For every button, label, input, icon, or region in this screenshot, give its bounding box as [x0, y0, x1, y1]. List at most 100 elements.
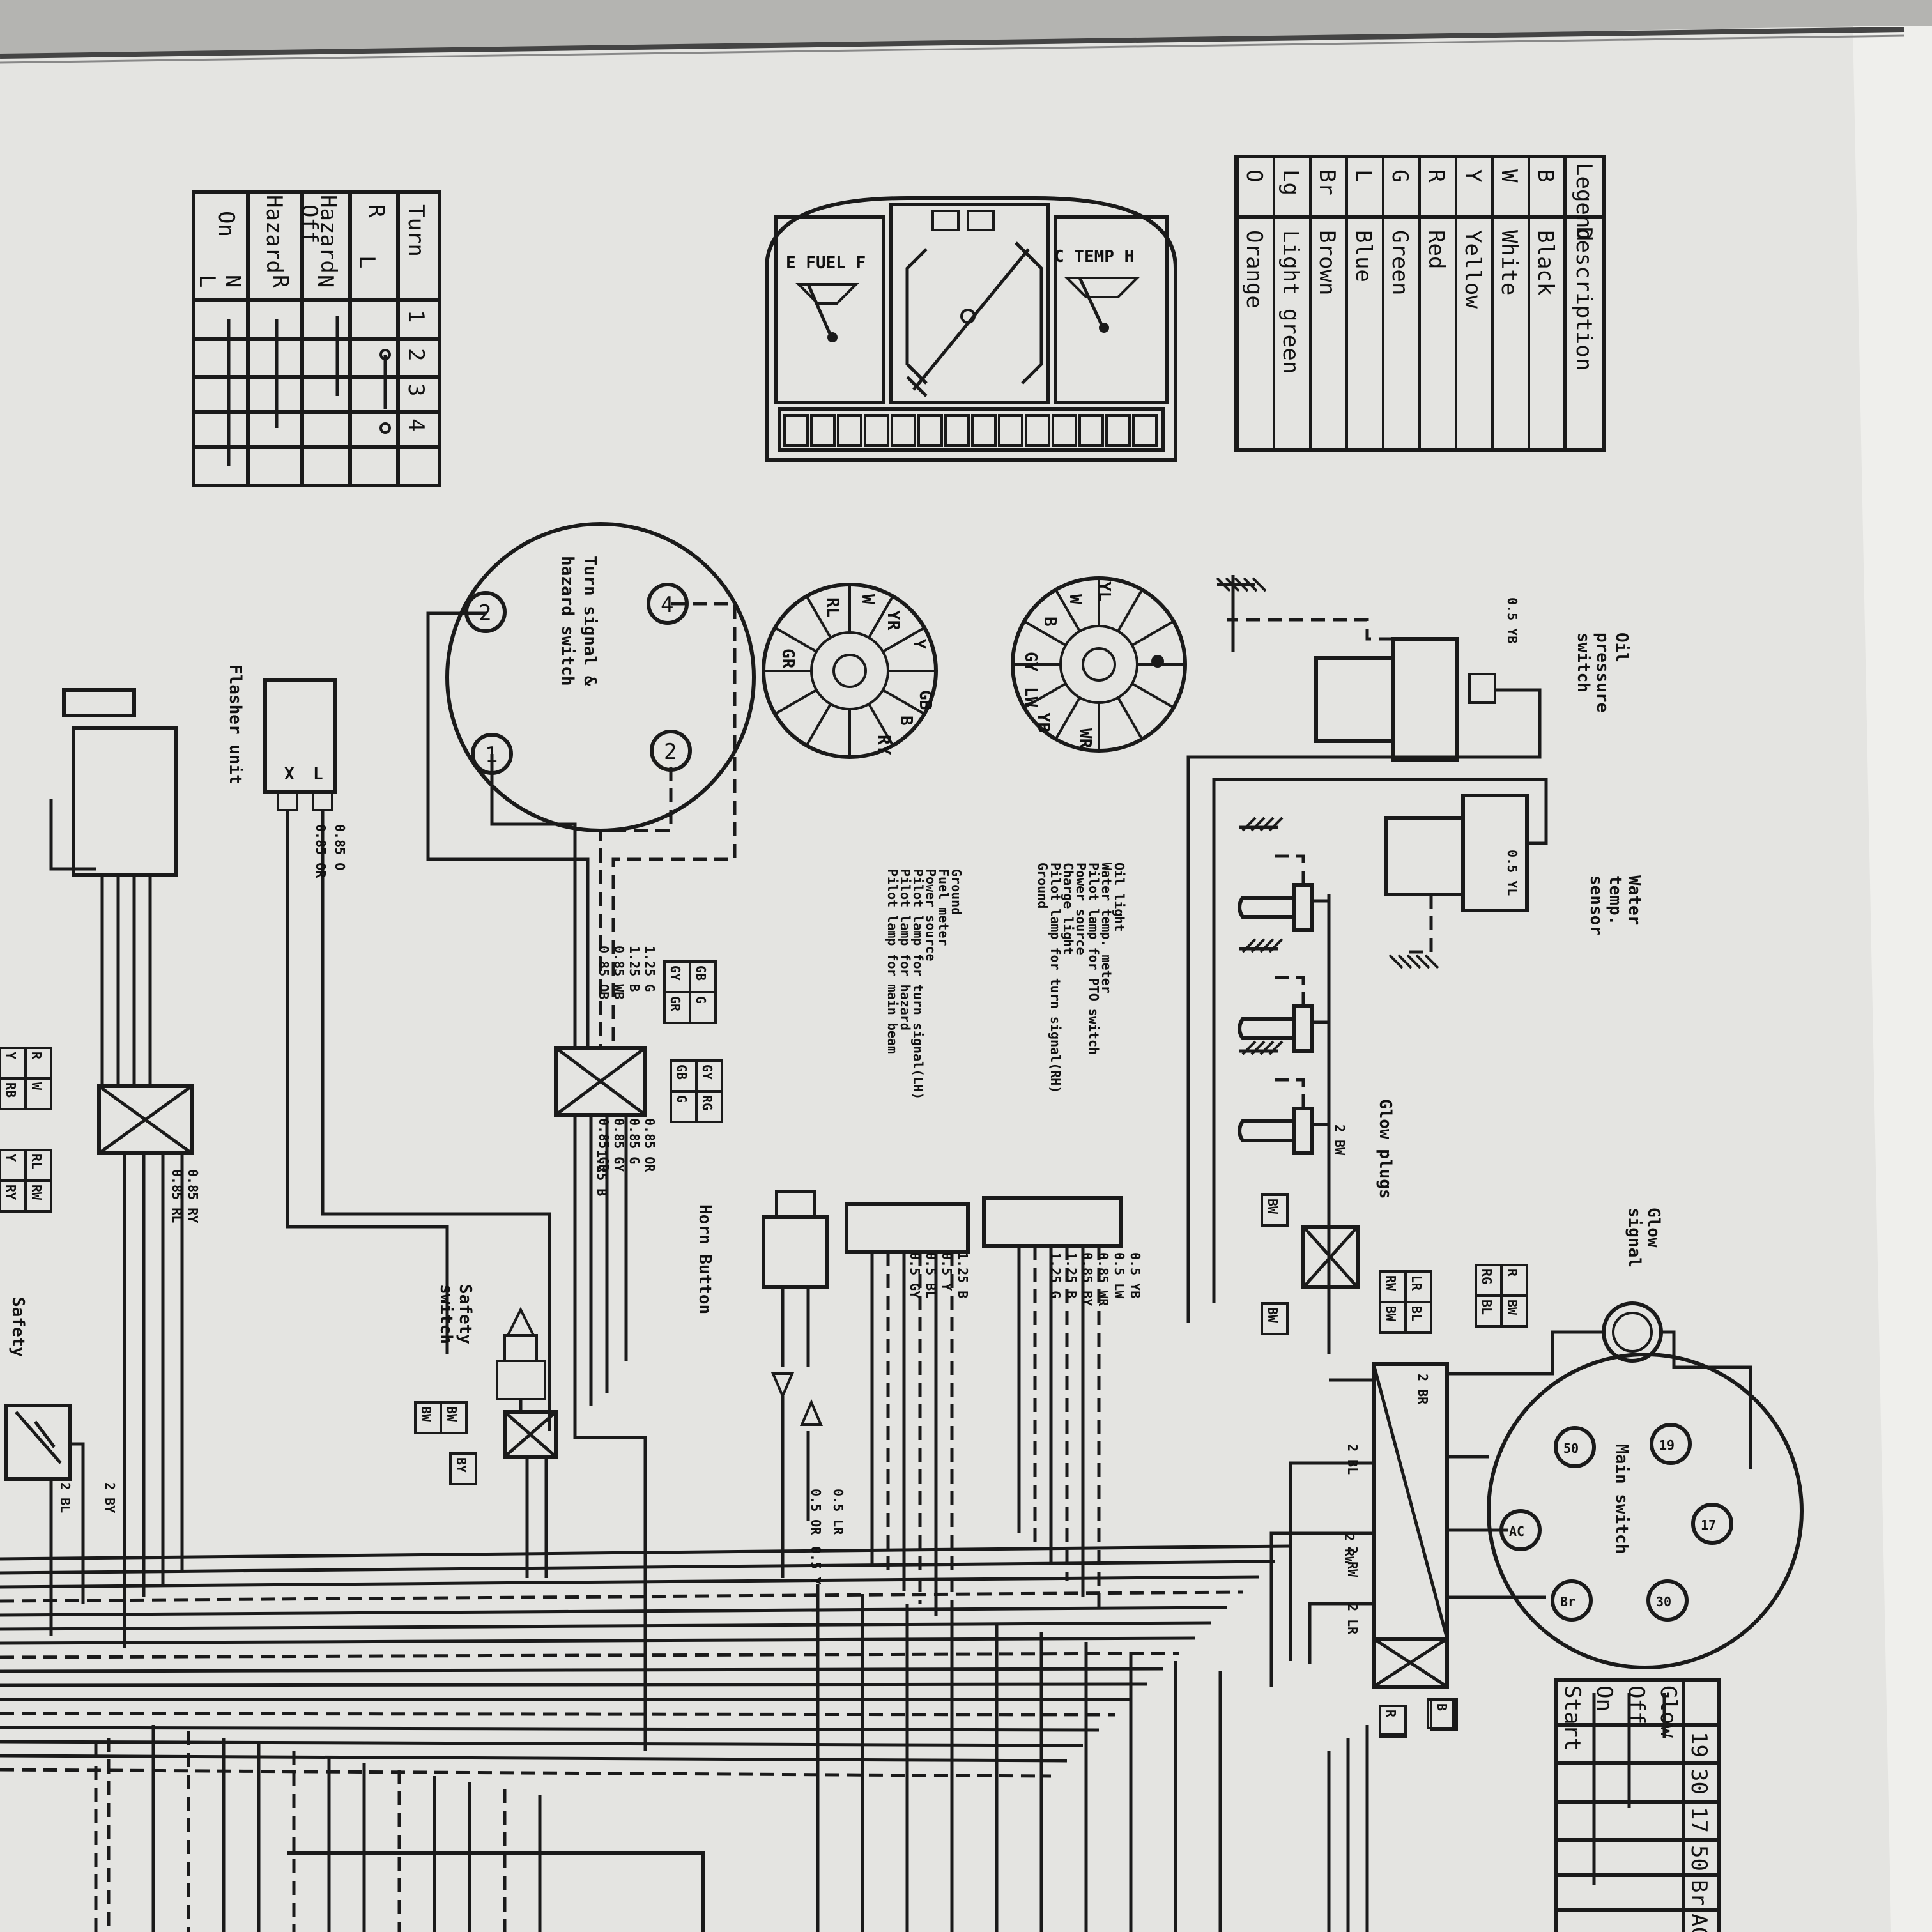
connector-code: W: [29, 1082, 44, 1091]
indicator-lamp: [783, 414, 809, 447]
main-switch-terminal: [1646, 1579, 1689, 1621]
turn-row-code: R: [268, 275, 293, 288]
safety-switch-2: Safety: [4, 1297, 85, 1636]
wire-gauge-label: 1.25 B: [1064, 1252, 1079, 1298]
wire-gauge-label: 0.85 O: [332, 824, 348, 870]
wire-gauge-labels: 0.5 YB0.5 YL2 BW2 BR2 BL2 RW2 LR2 RW0.85…: [57, 597, 1520, 1635]
wire-gauge-label: 2 BW: [1332, 1124, 1347, 1156]
indicator-lamp: [1078, 414, 1104, 447]
fuse-block: [1269, 1362, 1546, 1736]
indicator-lamp: [1105, 414, 1131, 447]
connector-code: GB: [674, 1064, 689, 1080]
ignition-terminal-label: WR: [1075, 728, 1094, 749]
wire-gauge-label: 0.5 YB: [1128, 1252, 1143, 1298]
main-table-row: On: [1591, 1685, 1617, 1712]
light-switch: [49, 688, 194, 1648]
dash1-pin-label: Pilot lamp for turn signal(RH): [1048, 862, 1063, 1093]
wire-gauge-label: 0.5 OR: [808, 1489, 824, 1535]
main-table-row: Off: [1623, 1685, 1649, 1724]
indicator-lamp: [1052, 414, 1077, 447]
legend-code: Lg: [1278, 169, 1303, 195]
instrument-cluster: E FUEL F C TEMP H: [765, 196, 1177, 462]
wire-gauge-label: 1.25 B: [955, 1252, 970, 1298]
svg-text:Main switch: Main switch: [1612, 1444, 1631, 1554]
legend-table: LegendDescriptionBBlackWWhiteYYellowRRed…: [1234, 155, 1606, 452]
connector-code: Y: [3, 1154, 19, 1162]
indicator-lamp: [837, 414, 862, 447]
svg-text:Turn signal &: Turn signal &: [580, 556, 599, 686]
legend-code: Y: [1460, 169, 1485, 182]
turn-table-col: 4: [403, 418, 429, 431]
svg-text:hazard switch: hazard switch: [558, 556, 577, 686]
ignition-terminal-label: YR: [884, 610, 903, 631]
flasher-unit: L X Flasher unit: [226, 664, 551, 1431]
main-switch-terminal: [1554, 1426, 1596, 1468]
svg-text:switch: switch: [436, 1284, 456, 1344]
temp-gauge: C TEMP H: [1054, 247, 1140, 333]
connector-code: R: [29, 1052, 44, 1060]
legend-code: O: [1241, 169, 1267, 182]
svg-text:Safety: Safety: [8, 1297, 27, 1357]
dash2-pin-label: Pilot lamp for main beam: [885, 869, 900, 1054]
connector-code: G: [693, 996, 709, 1004]
legend-desc: Red: [1423, 230, 1449, 269]
ignition-terminal-label: W: [858, 594, 877, 604]
terminal-number: 4: [661, 592, 673, 618]
svg-text:Water: Water: [1625, 875, 1644, 925]
turn-table-col: 1: [403, 310, 429, 323]
connector-code: Y: [3, 1052, 19, 1059]
dash2-pin-label: Pilot lamp for turn signal(LH): [910, 869, 926, 1100]
main-table-row: Glow: [1655, 1685, 1681, 1738]
connector-code: BY: [454, 1457, 469, 1473]
main-table-col: 30: [1686, 1768, 1712, 1795]
ignition-terminal-label: GY: [1021, 652, 1040, 672]
ignition-terminal-label: B: [1040, 617, 1059, 627]
connector-code: GR: [668, 996, 683, 1012]
legend-code: L: [1351, 169, 1376, 182]
connector-code: R: [1505, 1269, 1520, 1277]
wire-gauge-label: 2 BY: [102, 1482, 118, 1513]
turn-wire-label: 1.25 B: [627, 946, 642, 992]
wire-gauge-label: 0.5 YB: [1505, 597, 1520, 643]
wire-gauge-label: 2 RW: [1345, 1546, 1360, 1577]
turn-row-code: L: [194, 275, 220, 288]
dash1-pin-label: Pilot lamp for PTO switch: [1086, 862, 1101, 1055]
turn-row-label: Hazard: [261, 195, 287, 273]
wire-gauge-label: 1.25 B: [594, 1150, 610, 1196]
connector-cell: [449, 1452, 477, 1485]
dash1-pin-label: Charge light: [1061, 862, 1076, 955]
connector-code: BW: [418, 1406, 434, 1422]
indicator-lamp: [998, 414, 1023, 447]
legend-desc: Blue: [1351, 230, 1376, 282]
connector-cell: [1261, 1302, 1289, 1335]
connector-code: BW: [1383, 1306, 1399, 1322]
wire-gauge-label: 2 BL: [1345, 1444, 1360, 1475]
connector-code: RW: [1383, 1275, 1399, 1291]
ignition-terminal-label: YB: [1034, 712, 1053, 732]
terminal-number: 50: [1563, 1441, 1579, 1456]
legend-desc: White: [1496, 230, 1522, 295]
legend-desc: Yellow: [1460, 230, 1485, 309]
turn-row-code: L: [354, 256, 379, 268]
dash1-pin-label: Oil light: [1112, 862, 1127, 931]
connector-code: BL: [1409, 1306, 1424, 1321]
wire-gauge-label: 0.5 LR: [831, 1489, 846, 1535]
turn-wire-label: 0.85 GY: [611, 1118, 627, 1172]
turn-row-label: On: [213, 211, 239, 237]
connector-cell: [689, 991, 717, 1024]
svg-text:Glow: Glow: [1644, 1208, 1663, 1248]
svg-text:Flasher unit: Flasher unit: [226, 664, 245, 785]
horn-button: Horn Button: [695, 1190, 829, 1578]
wire-gauge-label: 0.5 GY: [907, 1252, 923, 1298]
legend-header-code: Legend: [1571, 163, 1597, 241]
ignition-terminal-label: Y: [909, 639, 928, 649]
main-table-col: AC: [1686, 1913, 1712, 1932]
legend-desc: Black: [1533, 230, 1558, 295]
connector-code: RL: [29, 1154, 44, 1169]
connector-code: RW: [29, 1184, 44, 1200]
